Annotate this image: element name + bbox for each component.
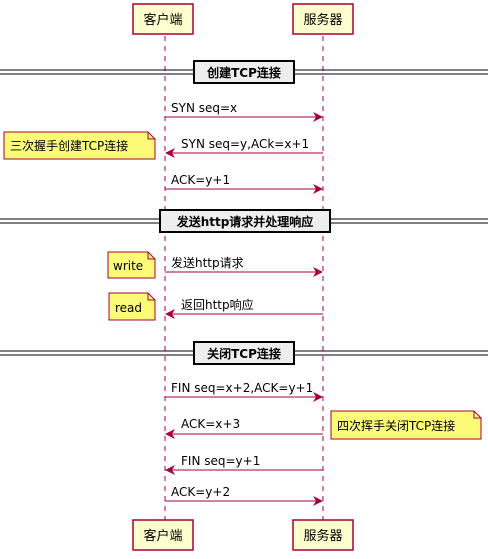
message-fin1: FIN seq=x+2,ACK=y+1 (165, 381, 323, 402)
section-title: 关闭TCP连接 (207, 346, 281, 361)
participant-client-label: 客户端 (143, 12, 182, 28)
message-label: SYN seq=y,ACk=x+1 (181, 137, 309, 151)
section-title: 发送http请求并处理响应 (176, 214, 314, 229)
section-divider-close: 关闭TCP连接 (0, 341, 488, 365)
note-text: read (115, 301, 142, 315)
message-label: ACK=x+3 (181, 417, 240, 431)
section-title: 创建TCP连接 (206, 65, 281, 80)
participant-server-top: 服务器 (292, 3, 354, 35)
note-wave: 四次挥手关闭TCP连接 (330, 410, 482, 440)
participant-client-top: 客户端 (132, 3, 194, 35)
section-divider-establish: 创建TCP连接 (0, 60, 488, 84)
message-synack: SYN seq=y,ACk=x+1 (165, 137, 323, 158)
note-read: read (108, 292, 156, 321)
message-label: 返回http响应 (181, 297, 254, 312)
note-write: write (107, 251, 156, 279)
note-handshake: 三次握手创建TCP连接 (3, 131, 156, 160)
note-text: 四次挥手关闭TCP连接 (337, 418, 455, 433)
message-label: ACK=y+2 (171, 485, 230, 499)
message-http-response: 返回http响应 (165, 297, 323, 319)
participant-client-bottom: 客户端 (132, 519, 194, 551)
note-text: write (113, 259, 143, 273)
message-ack2: ACK=x+3 (165, 417, 323, 439)
message-ack1: ACK=y+1 (165, 173, 323, 194)
message-ack3: ACK=y+2 (165, 485, 323, 506)
participant-server-label: 服务器 (303, 528, 342, 544)
message-label: ACK=y+1 (171, 173, 230, 187)
section-divider-http: 发送http请求并处理响应 (0, 209, 488, 233)
participant-server-bottom: 服务器 (292, 519, 354, 551)
message-fin2: FIN seq=y+1 (165, 454, 323, 475)
message-label: FIN seq=x+2,ACK=y+1 (171, 381, 313, 395)
participant-server-label: 服务器 (303, 12, 342, 28)
message-http-request: 发送http请求 (165, 255, 323, 277)
note-text: 三次握手创建TCP连接 (10, 138, 128, 153)
participant-client-label: 客户端 (143, 528, 182, 544)
message-label: FIN seq=y+1 (181, 454, 260, 468)
message-syn: SYN seq=x (165, 101, 323, 122)
message-label: SYN seq=x (171, 101, 237, 115)
message-label: 发送http请求 (171, 255, 244, 270)
